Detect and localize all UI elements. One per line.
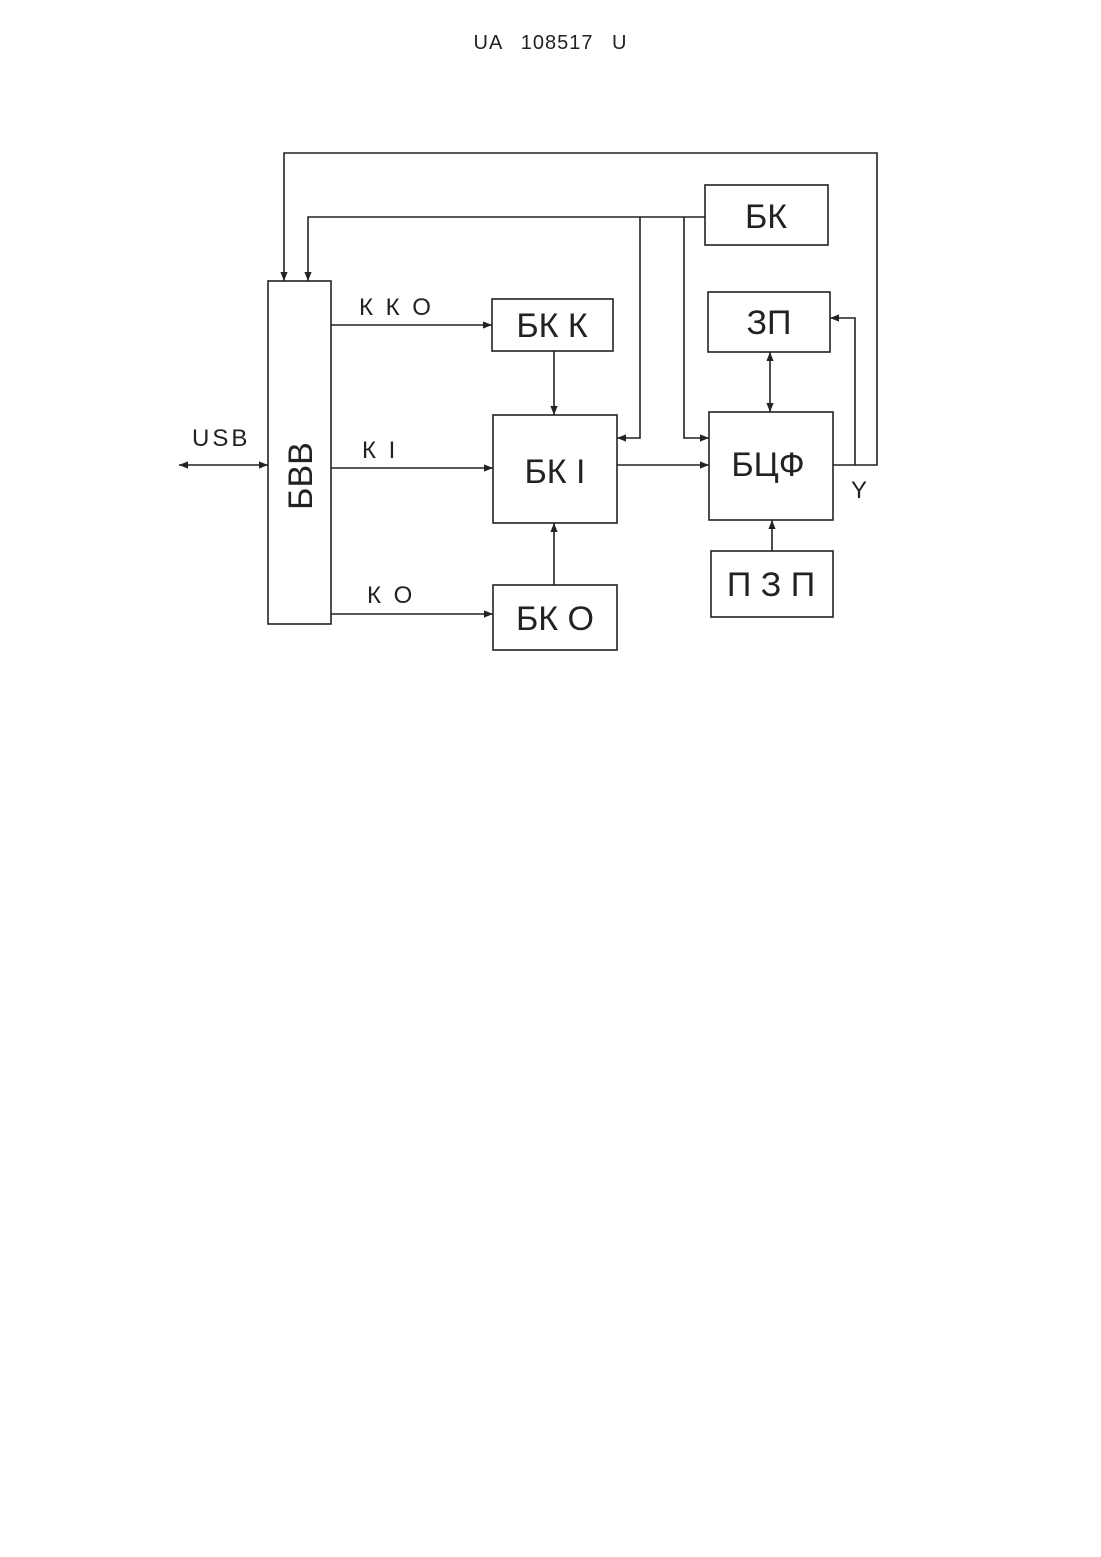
block-bvv-label: БВВ bbox=[282, 442, 320, 510]
bk-to-bcf-line bbox=[684, 217, 709, 438]
block-pzp: П З П bbox=[711, 551, 833, 617]
block-bkk-label: БК К bbox=[516, 307, 588, 345]
kko-label: К К О bbox=[359, 294, 434, 321]
block-bvv: БВВ bbox=[268, 281, 331, 624]
block-bk: БК bbox=[705, 185, 828, 245]
bk-to-bki-line bbox=[617, 217, 640, 438]
ko-label: К О bbox=[367, 582, 415, 609]
ki-label: К І bbox=[362, 437, 398, 464]
bk-to-bvv-line bbox=[308, 217, 705, 281]
block-bcf: БЦФ bbox=[709, 412, 833, 520]
block-bko: БК О bbox=[493, 585, 617, 650]
usb-label: USB bbox=[192, 425, 250, 452]
block-bk-label: БК bbox=[745, 198, 787, 236]
block-bcf-label: БЦФ bbox=[731, 446, 804, 484]
block-bkk: БК К bbox=[492, 299, 613, 351]
y-output-label: Y bbox=[851, 477, 870, 504]
block-zp-label: ЗП bbox=[747, 304, 792, 342]
block-pzp-label: П З П bbox=[727, 566, 815, 604]
block-bki: БК І bbox=[493, 415, 617, 523]
block-zp: ЗП bbox=[708, 292, 830, 352]
block-bko-label: БК О bbox=[516, 600, 594, 638]
block-bki-label: БК І bbox=[524, 453, 585, 491]
